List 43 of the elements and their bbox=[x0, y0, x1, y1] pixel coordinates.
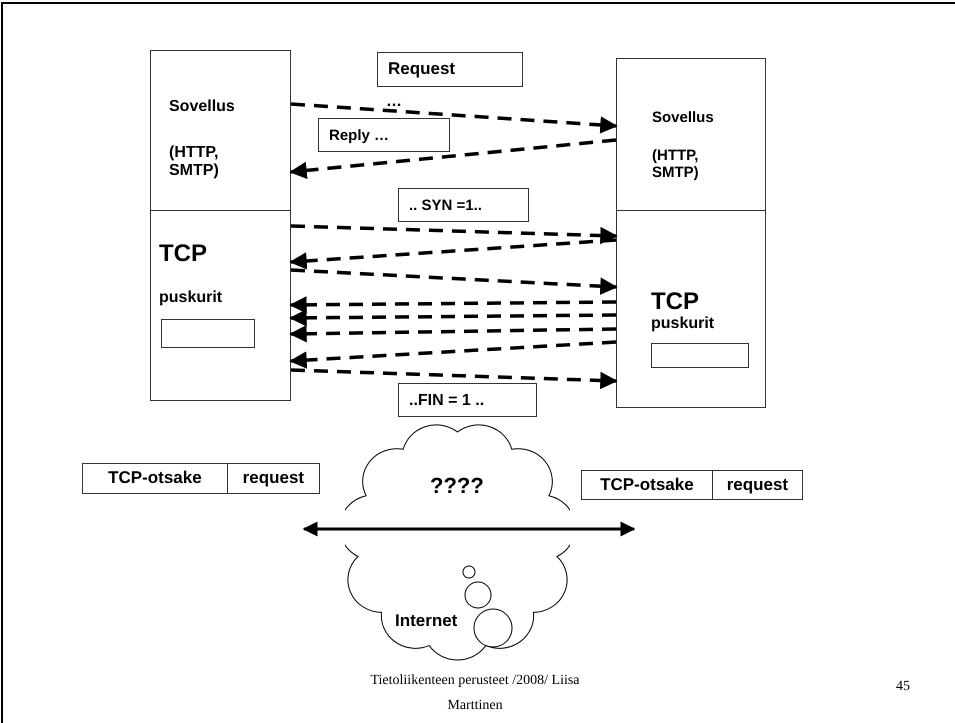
box-title: Sovellus bbox=[169, 98, 235, 116]
empty-box bbox=[161, 319, 255, 348]
tcp-layer-box bbox=[616, 210, 766, 408]
box-title: Reply … bbox=[329, 128, 390, 144]
packet-field: TCP-otsake bbox=[582, 471, 712, 499]
application-layer-box bbox=[150, 50, 291, 211]
message-arrow bbox=[289, 296, 616, 314]
box-label: (HTTP, SMTP) bbox=[169, 144, 220, 180]
message-arrow bbox=[290, 102, 618, 134]
page-number: 45 bbox=[896, 678, 910, 696]
message-arrow bbox=[289, 309, 616, 327]
cloud-label: Internet bbox=[395, 612, 458, 631]
box-title: Sovellus bbox=[652, 110, 714, 126]
packet-box bbox=[581, 470, 803, 500]
message-arrow bbox=[290, 224, 618, 244]
packet-box bbox=[82, 463, 320, 494]
message-box bbox=[398, 188, 529, 222]
packet-field: TCP-otsake bbox=[83, 464, 227, 493]
message-arrow bbox=[289, 325, 616, 342]
box-title: TCP bbox=[159, 241, 207, 268]
box-title: ..FIN = 1 .. bbox=[409, 392, 484, 410]
message-arrow bbox=[289, 138, 616, 180]
box-title: TCP bbox=[651, 289, 699, 316]
box-label: (HTTP, SMTP) bbox=[652, 148, 700, 181]
packet-field: request bbox=[712, 471, 802, 499]
box-title: .. SYN =1.. bbox=[409, 198, 482, 214]
footer-text: Tietoliikenteen perusteet /2008/ Liisa Marttinen bbox=[369, 672, 581, 716]
message-arrow bbox=[289, 340, 616, 369]
application-layer-box bbox=[616, 58, 766, 211]
box-label: puskurit bbox=[159, 289, 222, 307]
message-arrow bbox=[290, 268, 618, 295]
ellipsis-label: … bbox=[386, 92, 402, 112]
packet-field: request bbox=[226, 464, 319, 493]
message-arrow bbox=[289, 238, 616, 270]
message-box bbox=[318, 118, 450, 152]
message-arrow bbox=[290, 368, 618, 390]
tcp-layer-box bbox=[150, 210, 291, 401]
cloud-label: ???? bbox=[430, 474, 484, 498]
box-label: puskurit bbox=[651, 315, 714, 333]
box-title: Request bbox=[388, 60, 456, 79]
message-box bbox=[377, 52, 523, 87]
message-box bbox=[398, 383, 537, 417]
empty-box bbox=[651, 343, 749, 368]
